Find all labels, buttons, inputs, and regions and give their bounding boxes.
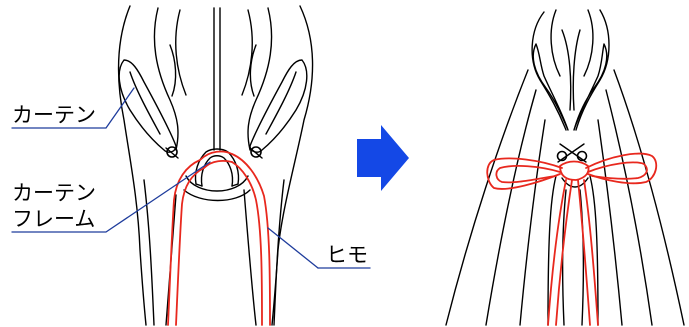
before-panel — [119, 6, 313, 325]
curtain-pleat-right — [250, 60, 307, 152]
label-curtain-frame-line2: フレーム — [12, 207, 95, 231]
drape-left — [446, 70, 528, 325]
label-cord: ヒモ — [326, 243, 368, 267]
cord-bow — [487, 154, 656, 325]
right-arrow-icon — [357, 125, 409, 191]
curtain-pleat-left — [119, 60, 176, 152]
drape-right — [614, 70, 684, 325]
pleat-left — [533, 44, 568, 130]
label-curtain: カーテン — [12, 103, 96, 127]
bow-loop-left — [487, 158, 562, 188]
label-curtain-frame-line1: カーテン — [12, 181, 96, 205]
cord-before — [168, 152, 270, 325]
curtain-outline-left — [119, 6, 146, 325]
after-panel — [446, 10, 684, 325]
curtain-outline-right — [272, 6, 313, 325]
